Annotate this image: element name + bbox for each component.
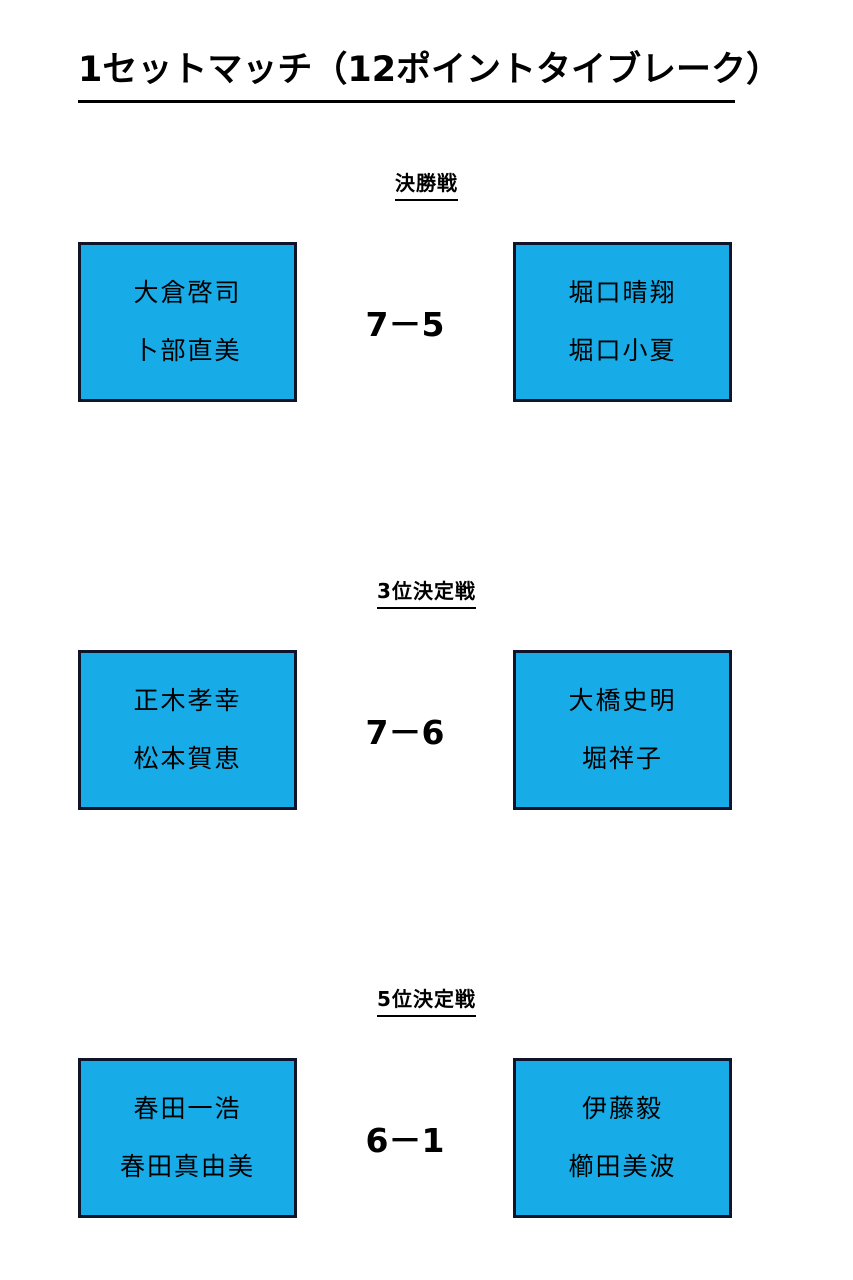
- match-block-fifth-place: 5位決定戦 春田一浩 春田真由美 6－1 伊藤毅 櫛田美波: [0, 986, 853, 1236]
- player-name-2: 櫛田美波: [568, 1152, 677, 1181]
- match-block-third-place: 3位決定戦 正木孝幸 松本賀恵 7－6 大橋史明 堀祥子: [0, 578, 853, 828]
- match-row: 大倉啓司 卜部直美 7－5 堀口晴翔 堀口小夏: [0, 242, 853, 420]
- match-row: 正木孝幸 松本賀恵 7－6 大橋史明 堀祥子: [0, 650, 853, 828]
- round-label-row: 決勝戦: [0, 170, 853, 204]
- match-score: 7－5: [365, 305, 445, 344]
- player-name-2: 堀口小夏: [568, 336, 677, 365]
- player-name-1: 大橋史明: [568, 686, 677, 715]
- team-box-left: 春田一浩 春田真由美: [78, 1058, 297, 1218]
- player-name-2: 春田真由美: [119, 1152, 255, 1181]
- player-name-1: 伊藤毅: [581, 1094, 663, 1123]
- team-box-right: 堀口晴翔 堀口小夏: [513, 242, 732, 402]
- player-name-2: 堀祥子: [581, 744, 663, 773]
- team-box-right: 伊藤毅 櫛田美波: [513, 1058, 732, 1218]
- round-label-row: 5位決定戦: [0, 986, 853, 1020]
- player-name-1: 堀口晴翔: [568, 278, 677, 307]
- player-name-1: 春田一浩: [133, 1094, 242, 1123]
- team-box-right: 大橋史明 堀祥子: [513, 650, 732, 810]
- player-name-1: 正木孝幸: [133, 686, 242, 715]
- page-title: 1セットマッチ（12ポイントタイブレーク）: [78, 48, 781, 103]
- round-label: 5位決定戦: [377, 986, 476, 1017]
- match-row: 春田一浩 春田真由美 6－1 伊藤毅 櫛田美波: [0, 1058, 853, 1236]
- round-label-row: 3位決定戦: [0, 578, 853, 612]
- match-score: 7－6: [365, 713, 445, 752]
- match-block-final: 決勝戦 大倉啓司 卜部直美 7－5 堀口晴翔 堀口小夏: [0, 170, 853, 420]
- team-box-left: 正木孝幸 松本賀恵: [78, 650, 297, 810]
- player-name-2: 松本賀恵: [133, 744, 242, 773]
- team-box-left: 大倉啓司 卜部直美: [78, 242, 297, 402]
- round-label: 決勝戦: [395, 170, 458, 201]
- player-name-2: 卜部直美: [133, 336, 242, 365]
- match-score: 6－1: [365, 1121, 445, 1160]
- player-name-1: 大倉啓司: [133, 278, 242, 307]
- round-label: 3位決定戦: [377, 578, 476, 609]
